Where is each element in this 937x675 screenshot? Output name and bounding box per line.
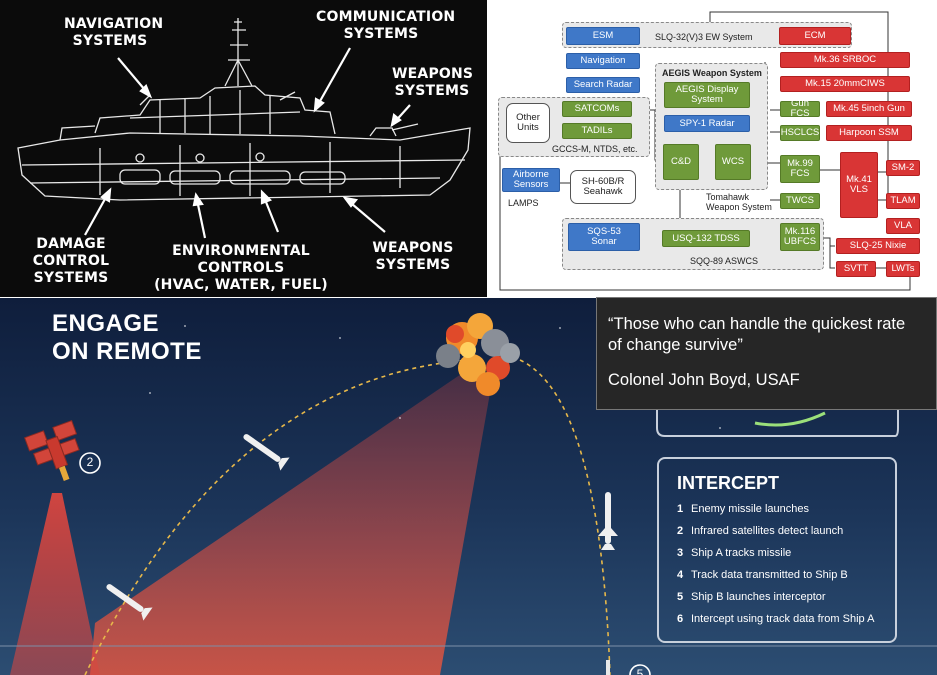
quote-author: Colonel John Boyd, USAF: [608, 371, 800, 389]
sqq89-label: SQQ-89 ASWCS: [690, 256, 759, 266]
ship-line-drawing: [17, 18, 471, 239]
mk41-vls-box: Mk.41 VLS: [840, 152, 878, 218]
ecm-box: ECM: [779, 27, 851, 45]
gccs-label: GCCS-M, NTDS, etc.: [552, 144, 638, 154]
wcs-box: WCS: [715, 144, 751, 180]
twcs-box: TWCS: [780, 193, 820, 209]
ew-system-label: SLQ-32(V)3 EW System: [655, 32, 753, 42]
intercept-title: INTERCEPT: [677, 473, 780, 493]
tadils-box: TADILs: [562, 123, 632, 139]
harpoon-box: Harpoon SSM: [826, 125, 912, 141]
mk15-box: Mk.15 20mmCIWS: [780, 76, 910, 92]
label-damage-control-systems: DAMAGE CONTROL SYSTEMS: [32, 236, 110, 286]
svtt-box: SVTT: [836, 261, 876, 277]
combat-system-diagram: SLQ-32(V)3 EW System ESM ECM Navigation …: [490, 0, 937, 297]
other-units-box: Other Units: [506, 103, 550, 143]
slq25-box: SLQ-25 Nixie: [836, 238, 920, 254]
label-communication-systems: COMMUNICATION SYSTEMS: [316, 9, 456, 42]
aegis-display-box: AEGIS Display System: [664, 82, 750, 108]
airborne-sensors-box: Airborne Sensors: [502, 168, 560, 192]
vla-box: VLA: [886, 218, 920, 234]
lwts-box: LWTs: [886, 261, 920, 277]
hsclcs-box: HSCLCS: [780, 125, 820, 141]
gun-fcs-box: Gun FCS: [780, 99, 820, 119]
marker-5: 5: [636, 667, 644, 675]
mk116-box: Mk.116 UBFCS: [780, 223, 820, 251]
label-weapons-systems-top: WEAPONS SYSTEMS: [392, 66, 474, 99]
usq132-box: USQ-132 TDSS: [662, 230, 750, 247]
engage-scene: [0, 313, 937, 675]
engage-title-line1: ENGAGE: [52, 310, 160, 337]
label-environmental-controls: ENVIRONMENTAL CONTROLS (HVAC, WATER, FUE…: [154, 243, 328, 293]
aegis-title: AEGIS Weapon System: [662, 68, 762, 78]
navigation-box: Navigation: [566, 53, 640, 69]
cd-box: C&D: [663, 144, 699, 180]
label-navigation-systems: NAVIGATION SYSTEMS: [64, 16, 164, 49]
satcoms-box: SATCOMs: [562, 101, 632, 117]
tlam-box: TLAM: [886, 193, 920, 209]
mk36-box: Mk.36 SRBOC: [780, 52, 910, 68]
seahawk-box: SH-60B/R Seahawk: [570, 170, 636, 204]
quote-box: “Those who can handle the quickest rate …: [596, 297, 937, 410]
ship-systems-panel: NAVIGATION SYSTEMS COMMUNICATION SYSTEMS…: [0, 0, 487, 297]
tomahawk-label: Tomahawk Weapon System: [706, 192, 772, 212]
marker-2: 2: [86, 455, 94, 469]
label-weapons-systems-bottom: WEAPONS SYSTEMS: [372, 240, 454, 273]
lamps-label: LAMPS: [508, 198, 539, 208]
sqs53-sonar-box: SQS-53 Sonar: [568, 223, 640, 251]
sm2-box: SM-2: [886, 160, 920, 176]
esm-box: ESM: [566, 27, 640, 45]
search-radar-box: Search Radar: [566, 77, 640, 93]
mk99-fcs-box: Mk.99 FCS: [780, 155, 820, 183]
engage-title-line2: ON REMOTE: [52, 338, 202, 365]
spy1-radar-box: SPY-1 Radar: [664, 115, 750, 132]
mk45-box: Mk.45 5inch Gun: [826, 101, 912, 117]
quote-text: “Those who can handle the quickest rate …: [608, 315, 906, 354]
